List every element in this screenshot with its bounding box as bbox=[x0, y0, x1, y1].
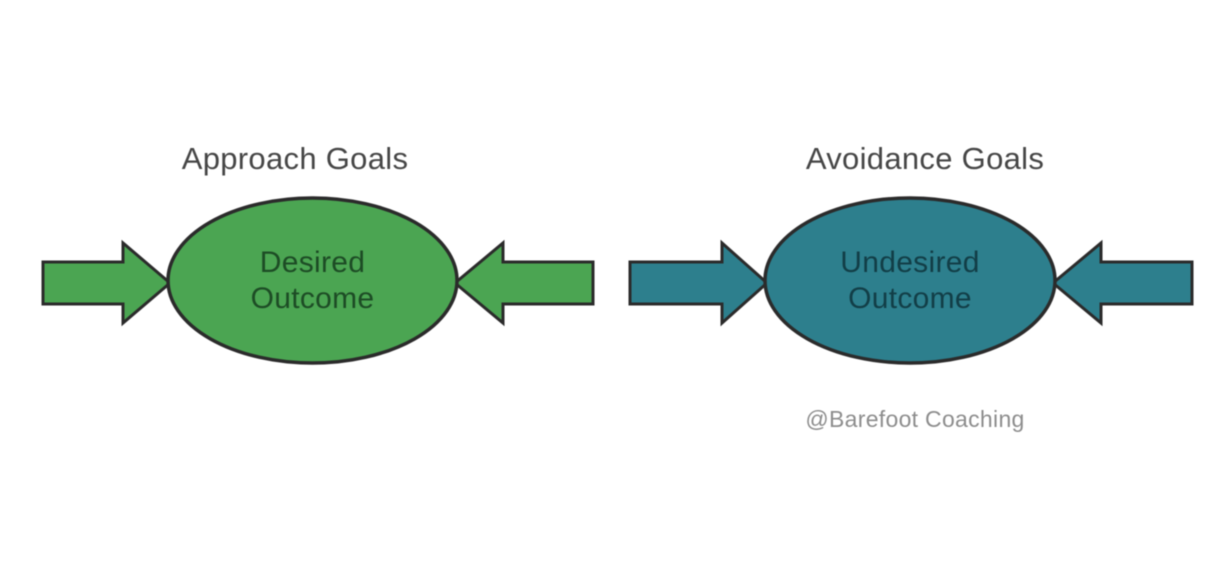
avoidance-goals-group bbox=[628, 196, 1194, 365]
approach-inward-arrow-left-icon bbox=[41, 239, 173, 327]
attribution-text: @Barefoot Coaching bbox=[805, 406, 1025, 432]
undesired-outcome-label: Undesired Outcome bbox=[840, 245, 980, 315]
desired-outcome-ellipse bbox=[166, 196, 459, 365]
approach-inward-arrow-right-icon bbox=[452, 239, 595, 327]
avoidance-inward-arrow-left-icon bbox=[628, 239, 770, 327]
approach-goals-group bbox=[41, 196, 595, 365]
approach-goals-title: Approach Goals bbox=[181, 141, 409, 176]
avoidance-inward-arrow-right-icon bbox=[1050, 239, 1194, 327]
desired-outcome-label: Desired Outcome bbox=[250, 245, 375, 315]
undesired-outcome-ellipse bbox=[763, 196, 1057, 365]
avoidance-goals-title: Avoidance Goals bbox=[805, 141, 1045, 176]
